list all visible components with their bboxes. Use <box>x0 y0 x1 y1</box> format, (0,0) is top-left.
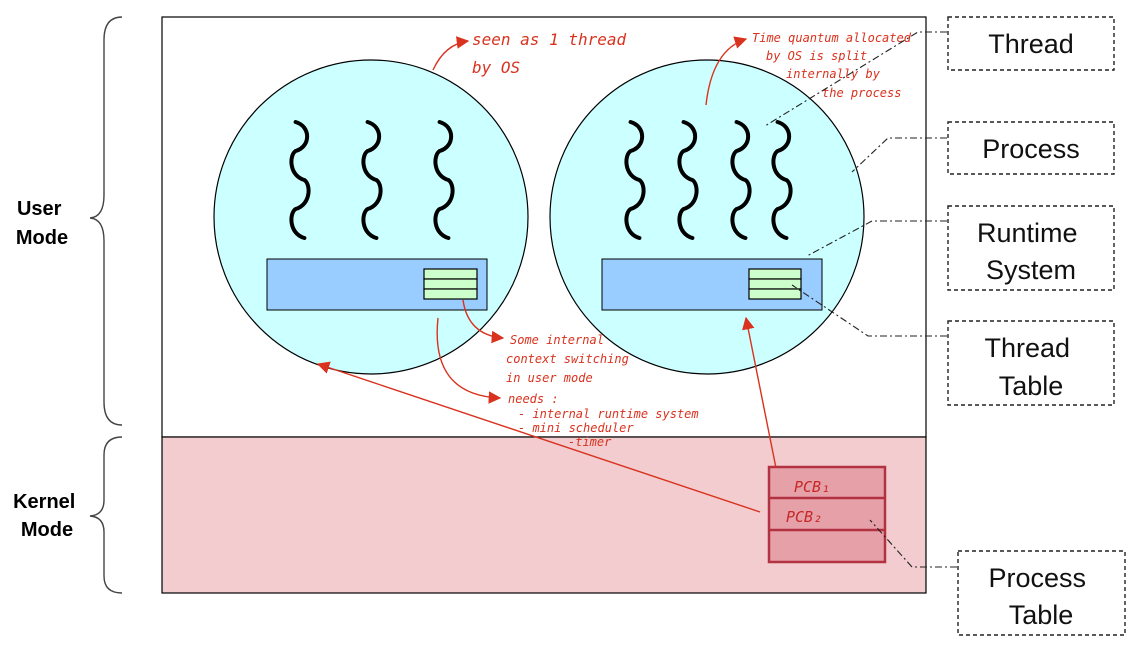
arrow-context-switching <box>462 299 505 344</box>
leader-thread-table <box>791 284 947 337</box>
process-2-threads <box>624 120 793 240</box>
kernel-mode-label: Kernel Mode <box>13 491 81 541</box>
process-1-threads <box>289 120 455 240</box>
note-needs: needs : - internal runtime system - mini… <box>508 392 706 449</box>
note-context-switching: Some internal context switching in user … <box>506 333 636 385</box>
callout-process: Process <box>947 121 1115 175</box>
callout-thread: Thread <box>947 16 1115 71</box>
process-2-thread-3 <box>730 120 752 240</box>
pcb-2-label: PCB₂ <box>786 508 822 526</box>
process-2-circle <box>549 59 865 375</box>
arrow-needs <box>436 317 502 404</box>
arrow-time-quantum <box>705 36 748 106</box>
user-mode-brace <box>89 16 123 426</box>
process-2 <box>549 59 865 375</box>
svg-text:Thread Table: Thread Table <box>984 333 1077 401</box>
process-2-thread-table <box>748 268 802 300</box>
kernel-mode-brace <box>89 436 123 594</box>
leader-runtime-system <box>806 220 947 257</box>
user-mode-label: User Mode <box>16 198 68 249</box>
process-2-thread-1 <box>624 120 646 240</box>
process-1-circle <box>213 59 529 375</box>
process-1-thread-2 <box>361 120 383 240</box>
tt1-row-3 <box>423 288 478 300</box>
tt2-row-1 <box>748 268 802 280</box>
note-seen-as-thread: seen as 1 thread by OS <box>472 30 636 77</box>
svg-text:Process: Process <box>982 134 1080 164</box>
annotation-arrows <box>316 36 777 513</box>
process-2-thread-2 <box>677 120 699 240</box>
tt1-row-2 <box>423 278 478 290</box>
callout-process-table: Process Table <box>957 550 1126 636</box>
process-1-thread-1 <box>289 120 311 240</box>
svg-text:Thread: Thread <box>988 29 1074 59</box>
process-1-thread-table <box>423 268 478 300</box>
tt1-row-1 <box>423 268 478 280</box>
arrow-pcb1-to-process-2 <box>742 316 777 469</box>
process-table: PCB₁ PCB₂ <box>767 465 887 564</box>
pcb-1-label: PCB₁ <box>794 478 830 496</box>
tt2-row-3 <box>748 288 802 300</box>
note-time-quantum: Time quantum allocated by OS is split in… <box>752 31 918 100</box>
callout-leaders <box>764 31 957 568</box>
process-1-thread-3 <box>433 120 455 240</box>
process-1 <box>213 59 529 375</box>
arrow-pcb2-to-process-1 <box>316 361 761 513</box>
svg-text:Runtime System: Runtime System <box>977 218 1085 285</box>
callout-runtime-system: Runtime System <box>947 205 1115 291</box>
leader-process-table <box>869 519 957 568</box>
svg-text:Process Table: Process Table <box>988 563 1093 630</box>
callout-thread-table: Thread Table <box>947 320 1115 406</box>
process-2-thread-4 <box>771 120 793 240</box>
tt2-row-2 <box>748 278 802 290</box>
leader-process <box>851 137 947 173</box>
process-table-box <box>767 465 887 564</box>
arrow-seen-as-thread <box>432 36 470 71</box>
